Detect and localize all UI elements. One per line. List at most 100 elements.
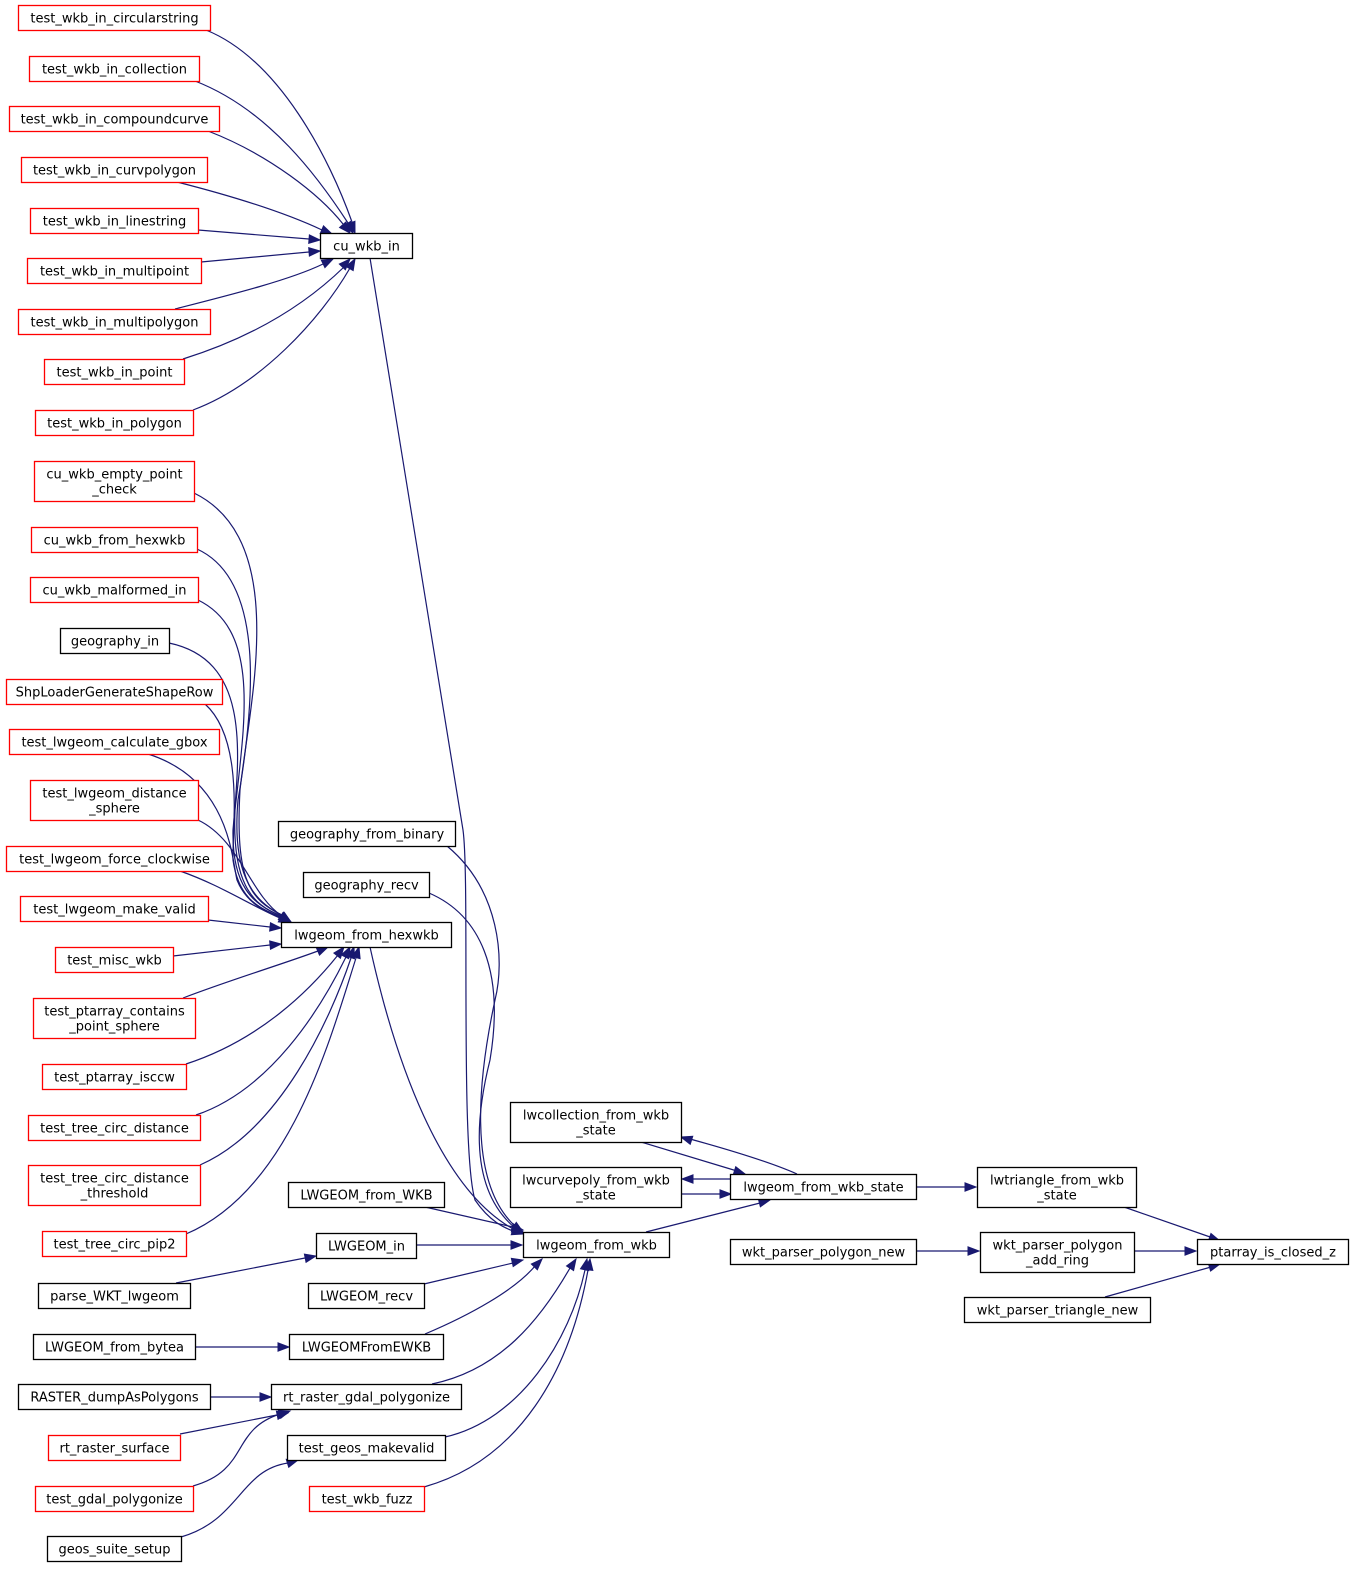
node-lwcurvepoly_from_wkb_state[interactable]: lwcurvepoly_from_wkb_state — [509, 1166, 683, 1209]
node-box — [29, 779, 200, 822]
node-test_lwgeom_make_valid[interactable]: test_lwgeom_make_valid — [19, 895, 210, 923]
edge-wkt_parser_polygon_new-to-wkt_parser_polygon_add_ring — [916, 1246, 981, 1256]
node-lwgeom_from_hexwkb[interactable]: lwgeom_from_hexwkb — [280, 921, 453, 949]
node-test_tree_circ_distance_threshold[interactable]: test_tree_circ_distance_threshold — [27, 1164, 202, 1207]
node-box — [5, 845, 224, 873]
edge-line — [174, 263, 324, 310]
node-test_lwgeom_distance_sphere[interactable]: test_lwgeom_distance_sphere — [29, 779, 200, 822]
node-geography_in[interactable]: geography_in — [59, 627, 171, 655]
edge-line — [689, 1138, 798, 1175]
edge-test_gdal_polygonize-to-rt_raster_gdal_polygonize — [192, 1409, 292, 1487]
node-label: test_lwgeom_distance — [42, 787, 186, 802]
node-label: ptarray_is_closed_z — [1210, 1246, 1336, 1261]
edge-lwgeom_from_wkb_state-to-lwcollection_from_wkb_state — [679, 1135, 798, 1175]
node-cu_wkb_empty_point_check[interactable]: cu_wkb_empty_point_check — [33, 460, 196, 503]
node-LWGEOM_from_bytea[interactable]: LWGEOM_from_bytea — [32, 1333, 197, 1361]
edge-test_wkb_in_multipoint-to-cu_wkb_in — [200, 247, 322, 263]
node-parse_WKT_lwgeom[interactable]: parse_WKT_lwgeom — [37, 1282, 192, 1310]
node-wkt_parser_polygon_new[interactable]: wkt_parser_polygon_new — [729, 1238, 918, 1266]
node-label: test_wkb_fuzz — [322, 1493, 413, 1508]
edge-rt_raster_surface-to-rt_raster_gdal_polygonize — [179, 1410, 290, 1435]
node-rt_raster_gdal_polygonize[interactable]: rt_raster_gdal_polygonize — [270, 1383, 463, 1411]
node-test_wkb_in_polygon[interactable]: test_wkb_in_polygon — [34, 409, 195, 437]
node-label: wkt_parser_polygon_new — [742, 1246, 906, 1261]
node-test_geos_makevalid[interactable]: test_geos_makevalid — [286, 1434, 447, 1462]
edge-LWGEOMFromEWKB-to-lwgeom_from_wkb — [424, 1257, 543, 1335]
node-test_wkb_in_curvpolygon[interactable]: test_wkb_in_curvpolygon — [20, 156, 209, 184]
node-test_wkb_in_collection[interactable]: test_wkb_in_collection — [28, 55, 201, 83]
node-test_gdal_polygonize[interactable]: test_gdal_polygonize — [34, 1485, 195, 1513]
node-box — [19, 895, 210, 923]
node-LWGEOM_recv[interactable]: LWGEOM_recv — [307, 1282, 426, 1310]
node-LWGEOMFromEWKB[interactable]: LWGEOMFromEWKB — [288, 1333, 445, 1361]
node-label: _point_sphere — [68, 1020, 159, 1035]
edge-LWGEOM_from_WKB-to-lwgeom_from_wkb — [424, 1206, 525, 1233]
node-test_wkb_in_point[interactable]: test_wkb_in_point — [43, 358, 186, 386]
node-box — [288, 1333, 445, 1361]
node-label: test_lwgeom_make_valid — [33, 903, 195, 918]
node-test_wkb_in_multipolygon[interactable]: test_wkb_in_multipolygon — [17, 308, 212, 336]
node-ptarray_is_closed_z[interactable]: ptarray_is_closed_z — [1196, 1238, 1350, 1266]
node-test_lwgeom_calculate_gbox[interactable]: test_lwgeom_calculate_gbox — [8, 728, 221, 756]
node-test_wkb_in_compoundcurve[interactable]: test_wkb_in_compoundcurve — [8, 105, 221, 133]
node-test_wkb_fuzz[interactable]: test_wkb_fuzz — [308, 1485, 426, 1513]
node-test_wkb_in_multipoint[interactable]: test_wkb_in_multipoint — [26, 257, 203, 285]
node-box — [54, 946, 175, 974]
node-lwcollection_from_wkb_state[interactable]: lwcollection_from_wkb_state — [509, 1101, 683, 1144]
node-RASTER_dumpAsPolygons[interactable]: RASTER_dumpAsPolygons — [17, 1383, 212, 1411]
edge-line — [207, 130, 344, 225]
edge-arrowhead — [679, 1135, 694, 1146]
edge-line — [207, 919, 271, 928]
node-test_ptarray_isccw[interactable]: test_ptarray_isccw — [41, 1063, 188, 1091]
node-label: test_misc_wkb — [67, 954, 162, 969]
node-label: LWGEOM_recv — [320, 1290, 413, 1305]
edge-line — [192, 1413, 281, 1487]
node-lwgeom_from_wkb[interactable]: lwgeom_from_wkb — [522, 1231, 671, 1259]
node-label: lwgeom_from_wkb_state — [743, 1181, 903, 1196]
node-lwtriangle_from_wkb_state[interactable]: lwtriangle_from_wkb_state — [976, 1166, 1138, 1209]
node-cu_wkb_malformed_in[interactable]: cu_wkb_malformed_in — [29, 576, 200, 604]
node-label: _sphere — [88, 802, 140, 817]
node-box — [30, 526, 199, 554]
edge-test_tree_circ_distance-to-lwgeom_from_hexwkb — [195, 945, 351, 1116]
node-rt_raster_surface[interactable]: rt_raster_surface — [47, 1434, 182, 1462]
edge-line — [172, 944, 271, 957]
node-cu_wkb_from_hexwkb[interactable]: cu_wkb_from_hexwkb — [30, 526, 199, 554]
node-label: test_wkb_in_curvpolygon — [33, 164, 196, 179]
node-geos_suite_setup[interactable]: geos_suite_setup — [46, 1535, 183, 1563]
edge-line — [194, 80, 349, 224]
node-box — [729, 1173, 918, 1201]
node-geography_recv[interactable]: geography_recv — [302, 871, 431, 899]
edge-line — [175, 1257, 306, 1284]
node-test_misc_wkb[interactable]: test_misc_wkb — [54, 946, 175, 974]
edge-line — [205, 29, 353, 223]
node-ShpLoaderGenerateShapeRow[interactable]: ShpLoaderGenerateShapeRow — [5, 678, 224, 706]
node-lwgeom_from_wkb_state[interactable]: lwgeom_from_wkb_state — [729, 1173, 918, 1201]
edge-lwtriangle_from_wkb_state-to-ptarray_is_closed_z — [1123, 1206, 1222, 1242]
node-cu_wkb_in[interactable]: cu_wkb_in — [319, 232, 414, 260]
node-label: LWGEOM_in — [328, 1240, 405, 1255]
edges-layer — [147, 29, 1222, 1538]
node-label: test_geos_makevalid — [299, 1442, 435, 1457]
node-geography_from_binary[interactable]: geography_from_binary — [277, 820, 457, 848]
node-test_tree_circ_pip2[interactable]: test_tree_circ_pip2 — [41, 1230, 188, 1258]
edge-line — [446, 845, 516, 1227]
edge-lwcollection_from_wkb_state-to-lwgeom_from_wkb_state — [681, 1189, 733, 1199]
node-LWGEOM_in[interactable]: LWGEOM_in — [315, 1232, 418, 1260]
edge-line — [424, 1265, 536, 1335]
node-LWGEOM_from_WKB[interactable]: LWGEOM_from_WKB — [287, 1181, 446, 1209]
node-test_tree_circ_distance[interactable]: test_tree_circ_distance — [27, 1114, 202, 1142]
edge-line — [179, 1414, 278, 1435]
node-label: rt_raster_gdal_polygonize — [283, 1391, 450, 1406]
node-test_wkb_in_linestring[interactable]: test_wkb_in_linestring — [29, 207, 200, 235]
edge-test_geos_makevalid-to-lwgeom_from_wkb — [444, 1257, 590, 1438]
node-wkt_parser_triangle_new[interactable]: wkt_parser_triangle_new — [963, 1296, 1152, 1324]
node-label: test_gdal_polygonize — [46, 1493, 182, 1508]
node-box — [33, 460, 196, 503]
node-test_ptarray_contains_point_sphere[interactable]: test_ptarray_contains_point_sphere — [32, 997, 197, 1040]
node-test_wkb_in_circularstring[interactable]: test_wkb_in_circularstring — [17, 4, 212, 32]
node-test_lwgeom_force_clockwise[interactable]: test_lwgeom_force_clockwise — [5, 845, 224, 873]
edge-line — [199, 957, 352, 1166]
node-label: cu_wkb_from_hexwkb — [44, 534, 186, 549]
node-wkt_parser_polygon_add_ring[interactable]: wkt_parser_polygon_add_ring — [979, 1231, 1136, 1274]
